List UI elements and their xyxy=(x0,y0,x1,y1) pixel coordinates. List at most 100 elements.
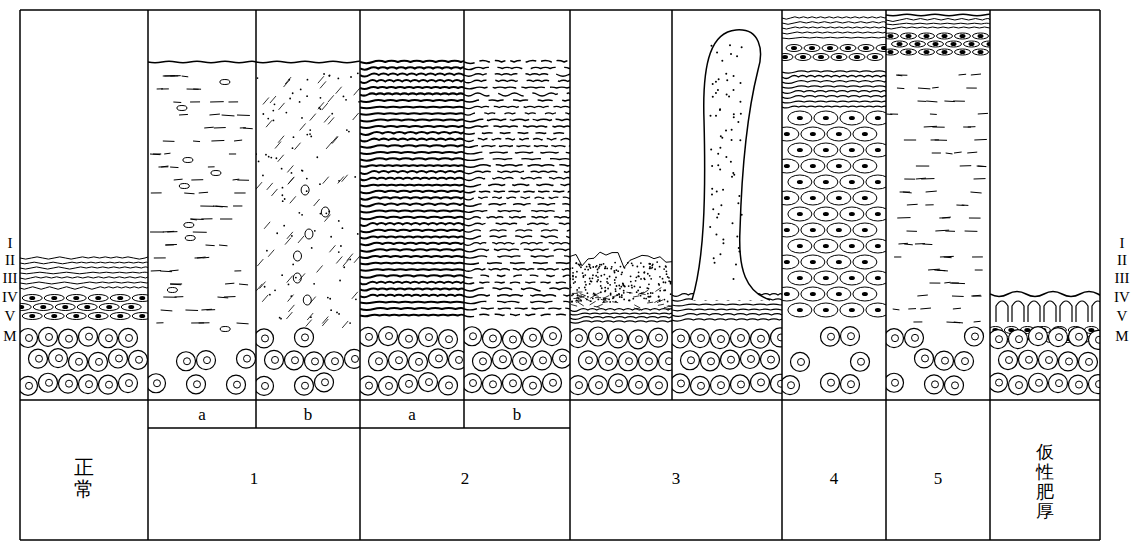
stipple-dot xyxy=(348,131,350,133)
squamous-cell xyxy=(886,49,899,55)
stipple-dot xyxy=(571,301,573,303)
stipple-dot xyxy=(643,297,645,299)
basal-cell xyxy=(523,328,542,347)
slant-stroke xyxy=(298,236,304,243)
fold-loop xyxy=(1044,301,1056,322)
stipple-dot xyxy=(732,222,734,224)
fold-loop xyxy=(1076,301,1088,322)
stipple-dot xyxy=(728,95,730,97)
basal-cell xyxy=(1039,351,1058,370)
cell-nucleus xyxy=(972,333,979,340)
stipple-dot xyxy=(589,278,591,280)
slant-stroke xyxy=(287,276,293,283)
cell-nucleus xyxy=(550,333,557,340)
squamous-cell xyxy=(814,143,838,157)
stipple-dot xyxy=(582,272,584,274)
column-label: 正常 xyxy=(73,456,95,500)
slant-stroke xyxy=(288,177,294,184)
stipple-dot xyxy=(301,169,303,171)
keratin-line xyxy=(464,119,570,121)
stipple-dot xyxy=(624,286,626,288)
cell-nucleus xyxy=(782,55,788,59)
stipple-dot xyxy=(337,77,339,79)
slant-stroke xyxy=(353,113,359,120)
stipple-dot xyxy=(621,273,623,275)
keratin-dash xyxy=(935,140,947,141)
keratin-dash xyxy=(886,114,892,115)
basal-cell xyxy=(711,376,730,395)
basal-cell xyxy=(841,375,860,394)
stipple-dot xyxy=(719,109,721,111)
cell-nucleus xyxy=(809,46,815,50)
cell-nucleus xyxy=(352,355,359,362)
cell-nucleus xyxy=(272,356,279,363)
keratin-dash xyxy=(182,76,189,78)
stipple-dot xyxy=(606,278,608,280)
stipple-dot xyxy=(726,79,728,81)
stipple-dot xyxy=(585,284,587,286)
stipple-dot xyxy=(576,289,578,291)
stipple-dot xyxy=(615,277,617,279)
squamous-cell xyxy=(840,175,864,189)
cell-nucleus xyxy=(51,314,57,318)
stipple-dot xyxy=(596,265,598,267)
stipple-dot xyxy=(629,300,631,302)
slant-stroke xyxy=(260,282,266,289)
slant-stroke xyxy=(278,136,284,143)
stipple-dot xyxy=(597,299,599,301)
stipple-dot xyxy=(600,275,602,277)
stipple-dot xyxy=(601,287,603,289)
keratin-line xyxy=(464,159,570,161)
cell-nucleus xyxy=(84,305,90,309)
stipple-dot xyxy=(621,294,623,296)
keratin-dash xyxy=(916,166,929,167)
keratin-dash xyxy=(215,206,227,208)
cell-nucleus xyxy=(784,260,790,264)
keratin-dash xyxy=(953,308,961,310)
slant-stroke xyxy=(288,177,294,184)
slant-stroke xyxy=(352,292,358,299)
pyknotic-nucleus xyxy=(305,229,313,239)
cell-nucleus xyxy=(262,335,269,342)
cell-nucleus xyxy=(818,55,824,59)
keratin-dash xyxy=(893,309,900,311)
basal-cell xyxy=(473,352,492,371)
stipple-dot xyxy=(597,276,599,278)
stipple-dot xyxy=(577,294,579,296)
cell-nucleus xyxy=(244,355,251,362)
cell-nucleus xyxy=(800,55,806,59)
stipple-dot xyxy=(623,299,625,301)
squamous-cell xyxy=(866,143,886,157)
basal-cell xyxy=(20,328,38,347)
keratin-dash xyxy=(977,166,986,168)
basal-cell xyxy=(39,373,58,392)
basal-cell xyxy=(701,352,720,371)
keratin-dash xyxy=(170,283,182,284)
cell-nucleus xyxy=(849,148,855,152)
pyknotic-nucleus xyxy=(303,295,311,305)
cell-nucleus xyxy=(823,244,829,248)
keratin-dash xyxy=(925,204,933,205)
basal-cell xyxy=(999,351,1018,370)
stipple-dot xyxy=(285,112,287,114)
squamous-cell xyxy=(88,313,108,320)
basal-cell xyxy=(503,330,522,349)
basal-cell xyxy=(1029,373,1048,392)
layer-label: M xyxy=(1114,329,1129,344)
stipple-dot xyxy=(614,279,616,281)
keratin-dash xyxy=(237,180,249,181)
stipple-dot xyxy=(733,113,735,115)
cell-nucleus xyxy=(836,196,842,200)
keratin-line xyxy=(360,249,464,251)
layer-label: M xyxy=(2,329,17,344)
stipple-dot xyxy=(264,286,266,288)
stipple-dot xyxy=(345,99,347,101)
squamous-cell xyxy=(853,127,877,141)
keratin-dash xyxy=(953,101,965,102)
cell-nucleus xyxy=(784,292,790,296)
squamous-cell xyxy=(814,239,838,253)
keratin-dash xyxy=(897,217,910,218)
squamous-cell xyxy=(973,33,989,39)
squamous-cell xyxy=(858,45,874,52)
stipple-dot xyxy=(654,268,656,270)
